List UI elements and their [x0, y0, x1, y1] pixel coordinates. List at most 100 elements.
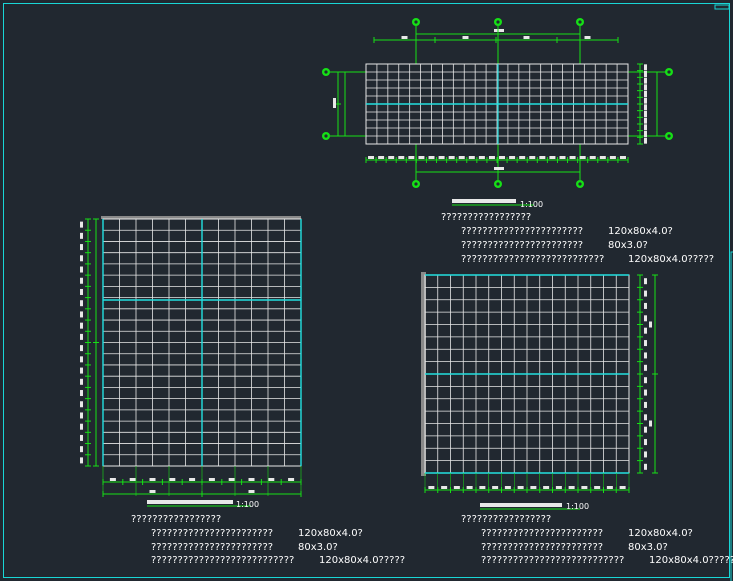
right-view-title: 1:100 — [566, 502, 590, 511]
top-bottom-dim-label — [448, 156, 455, 159]
top-view-title-text — [452, 199, 516, 203]
left-bottom-dim-label — [149, 478, 156, 481]
right-bottom-dim-label — [479, 486, 486, 489]
top-bottom-dim-label — [529, 156, 536, 159]
left-side-dim-label — [80, 446, 83, 453]
top-right-dim-label — [644, 84, 647, 91]
left-side-dim-label — [80, 356, 83, 363]
right-side-dim-label — [644, 377, 647, 384]
axis-marker-1-dot — [414, 20, 418, 24]
left-side-dim-label — [80, 311, 83, 318]
left-side-dim-label — [80, 232, 83, 239]
top-bottom-dim-label — [619, 156, 626, 159]
top-bottom-dim-label — [599, 156, 606, 159]
axis-marker-row-left-1-dot — [324, 134, 328, 138]
right-note-2-label: ??????????????????????? — [481, 542, 604, 553]
top-note-2-label: ??????????????????????? — [461, 240, 584, 251]
top-upper-dim-label — [401, 36, 408, 39]
left-note-3-value: 120x80x4.0????? — [319, 555, 406, 566]
left-note-2-label: ??????????????????????? — [151, 542, 274, 553]
top-bottom-dim-label — [519, 156, 526, 159]
left-side-dim-label — [80, 255, 83, 262]
right-side-dim-label — [644, 426, 647, 433]
axis-marker-row-left-0-dot — [324, 70, 328, 74]
right-side-dim-label — [644, 340, 647, 347]
right-side-dim-label — [644, 290, 647, 297]
right-bottom-dim-label — [568, 486, 575, 489]
right-bottom-dim-label — [606, 486, 613, 489]
top-total-label — [494, 29, 504, 32]
left-side-dim-label — [80, 300, 83, 307]
right-plan-view — [421, 272, 658, 510]
left-note-1-label: ??????????????????????? — [151, 528, 274, 539]
right-bottom-dim-label — [441, 486, 448, 489]
left-view-title-text — [147, 500, 233, 504]
right-bottom-dim-label — [594, 486, 601, 489]
left-side-dim-label — [80, 333, 83, 340]
right-bottom-dim-label — [619, 486, 626, 489]
right-side-dim-label — [644, 389, 647, 396]
left-bottom-dim-label — [129, 478, 136, 481]
top-note-1-value: 120x80x4.0? — [608, 226, 673, 237]
left-note-1-value: 120x80x4.0? — [298, 528, 363, 539]
left-side-dim-label — [80, 244, 83, 251]
top-bottom-dim-label — [499, 156, 506, 159]
top-bottom-dim-label — [438, 156, 445, 159]
top-right-dim-label — [644, 97, 647, 104]
left-view-title: 1:100 — [236, 500, 260, 509]
left-bottom-total-dim-label — [248, 490, 255, 493]
left-bottom-dim-label — [189, 478, 196, 481]
top-right-dim-label — [644, 77, 647, 84]
left-bottom-dim-label — [268, 478, 275, 481]
axis-marker-1-bottom-dot — [414, 182, 418, 186]
axis-marker-row-right-1-dot — [667, 134, 671, 138]
left-side-dim-label — [80, 401, 83, 408]
top-view-title: 1:100 — [520, 200, 544, 209]
top-note-3-value: 120x80x4.0????? — [628, 254, 715, 265]
top-bottom-dim-label — [428, 156, 435, 159]
right-bottom-dim-label — [504, 486, 511, 489]
top-right-dim-label — [644, 64, 647, 71]
top-bottom-dim-label — [458, 156, 465, 159]
right-left-edge — [421, 272, 426, 476]
left-side-dim-label — [80, 390, 83, 397]
right-bottom-dim-label — [555, 486, 562, 489]
top-right-dim-label — [644, 104, 647, 111]
top-bottom-dim-label — [408, 156, 415, 159]
top-bottom-dim-label — [398, 156, 405, 159]
left-side-dim-label — [80, 266, 83, 273]
right-view-title-text — [480, 503, 562, 507]
right-side-dim-label — [644, 364, 647, 371]
top-plan-view — [322, 18, 673, 206]
right-note-3-label: ??????????????????????????? — [481, 555, 625, 566]
top-note-3-label: ??????????????????????????? — [461, 254, 605, 265]
left-side-dim-label — [80, 322, 83, 329]
top-note-0-label: ????????????????? — [441, 212, 532, 223]
right-side-dim-label — [644, 315, 647, 322]
axis-marker-row-right-0-dot — [667, 70, 671, 74]
right-note-1-value: 120x80x4.0? — [628, 528, 693, 539]
left-bottom-dim-label — [248, 478, 255, 481]
top-right-dim-label — [644, 124, 647, 131]
left-side-dim-label — [80, 367, 83, 374]
top-bottom-dim-label — [589, 156, 596, 159]
left-top-edge — [101, 216, 301, 219]
left-bottom-dim-label — [208, 478, 215, 481]
right-bottom-dim-label — [581, 486, 588, 489]
top-bottom-dim-label — [509, 156, 516, 159]
top-bottom-dim-label — [488, 156, 495, 159]
axis-marker-3-dot — [578, 20, 582, 24]
top-bottom-dim-label — [549, 156, 556, 159]
right-side-dim-label — [644, 451, 647, 458]
left-side-dim-label — [80, 457, 83, 464]
top-right-dim-label — [644, 111, 647, 117]
top-upper-dim-label — [523, 36, 530, 39]
left-side-dim-label — [80, 277, 83, 284]
left-plan-view — [80, 216, 302, 507]
drawing-border — [3, 3, 730, 578]
top-bottom-dim-label — [388, 156, 395, 159]
left-note-0-label: ????????????????? — [131, 514, 222, 525]
top-left-dim-label — [333, 98, 336, 108]
right-side-total-dim-label — [649, 420, 652, 427]
